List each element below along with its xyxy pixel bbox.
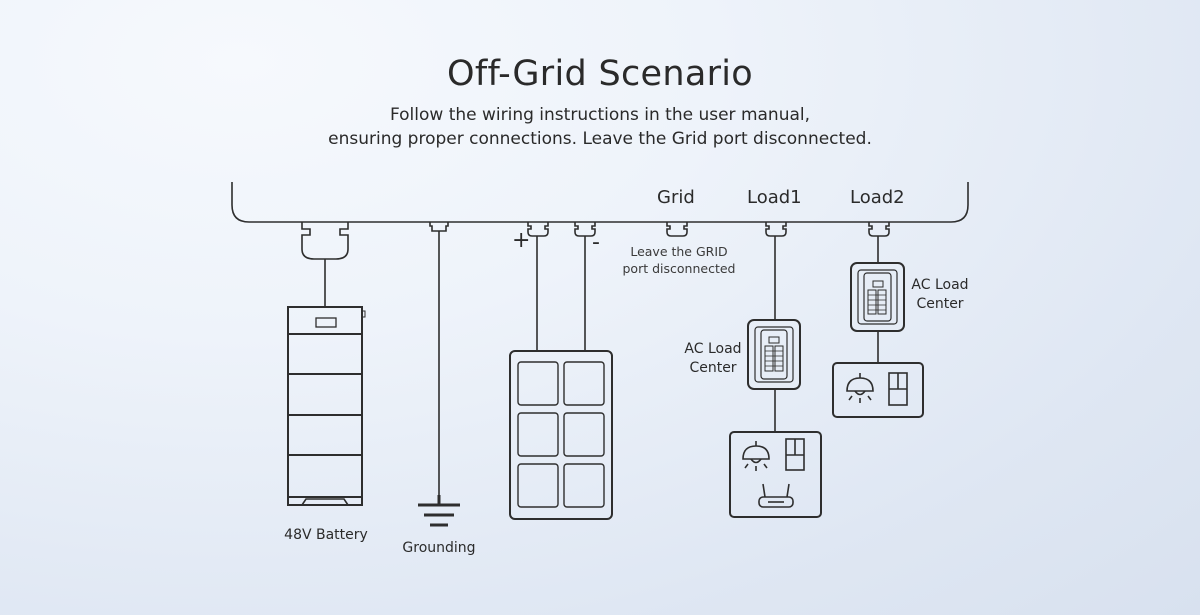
ac-load-center-2-icon [850,262,905,332]
ground-port-icon [429,222,449,498]
lamp-icon [846,373,874,403]
solar-panel-icon [509,350,613,520]
port-label-load2: Load2 [850,187,905,208]
inverter-outline [231,182,969,223]
load1-appliances-icon [729,431,822,518]
grid-port-icon [666,222,688,237]
battery-icon [287,306,366,506]
pv-negative-sign: - [592,230,600,255]
lamp-icon [742,441,770,471]
grid-note-line-1: Leave the GRID [630,244,728,259]
load-center-2-label: AC Load Center [907,276,973,314]
pv-negative-port-icon [574,222,596,350]
grid-note-line-2: port disconnected [622,261,736,276]
subtitle-line-1: Follow the wiring instructions in the us… [389,105,811,125]
port-label-load1: Load1 [747,187,802,208]
page-title: Off-Grid Scenario [446,54,754,94]
grounding-label: Grounding [402,540,476,556]
load2-appliances-icon [832,362,924,418]
grid-disconnected-note: Leave the GRID port disconnected [616,243,742,277]
load1-port-icon [765,222,787,320]
ground-symbol-icon [418,495,460,527]
fridge-icon [785,438,805,471]
battery-port-icon [301,222,349,307]
pv-positive-sign: + [512,228,531,253]
router-icon [758,483,794,508]
pv-positive-port-icon [527,222,549,350]
load-center-1-label-line-1: AC Load [684,341,742,357]
ac-load-center-1-icon [747,319,801,390]
page-subtitle: Follow the wiring instructions in the us… [0,103,1200,151]
load-center-1-label: AC Load Center [680,340,746,378]
subtitle-line-2: ensuring proper connections. Leave the G… [328,129,872,149]
battery-label: 48V Battery [284,527,368,543]
load-center-1-label-line-2: Center [689,360,737,376]
port-label-grid: Grid [657,187,695,208]
load2-port-icon [868,222,890,263]
fridge-icon [888,372,908,406]
load-center-2-label-line-2: Center [916,296,964,312]
load-center-2-label-line-1: AC Load [911,277,969,293]
